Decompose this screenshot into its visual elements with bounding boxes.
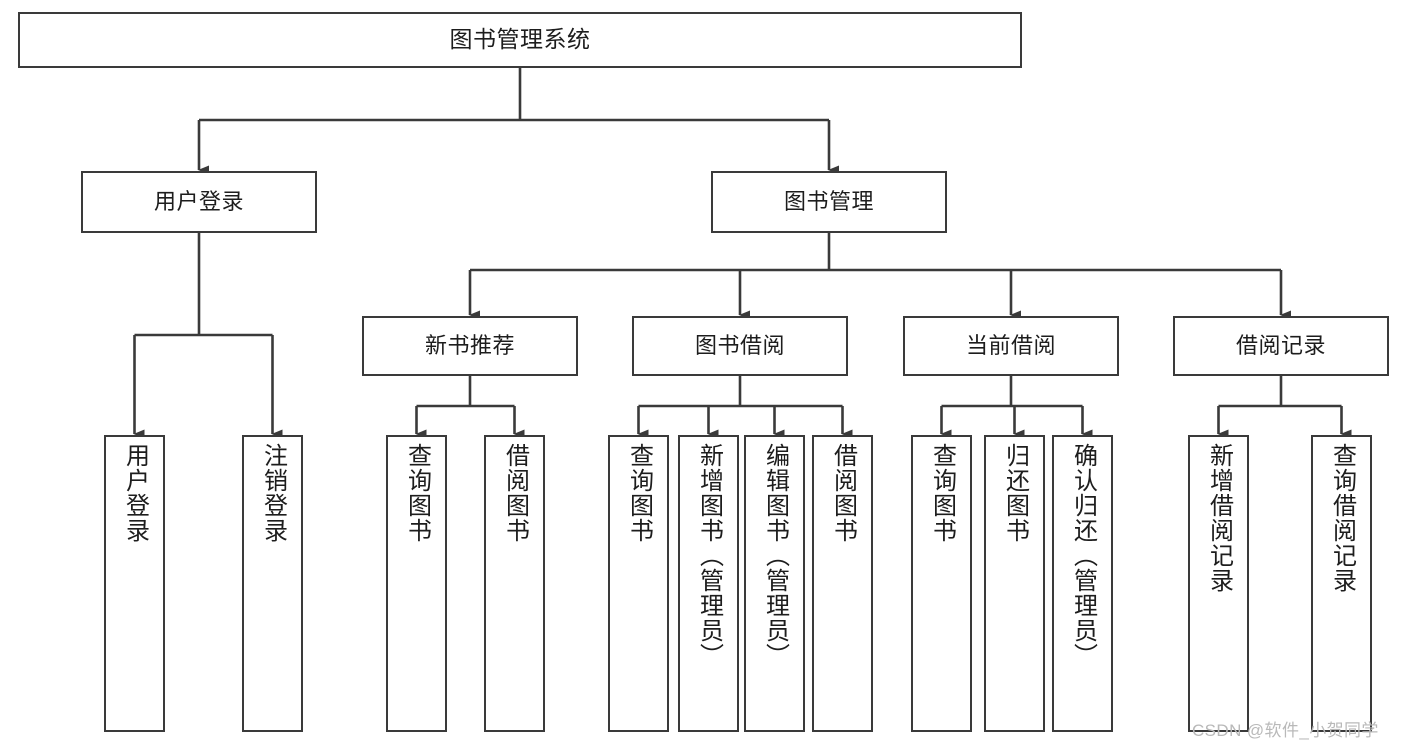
- node-new-book-recommend[interactable]: 新书推荐: [362, 316, 578, 376]
- node-root-label: 图书管理系统: [449, 26, 591, 53]
- leaf-query-book-recommend[interactable]: 查询图书: [386, 435, 447, 732]
- leaf-return-book[interactable]: 归还图书: [984, 435, 1045, 732]
- leaf-borrow-book[interactable]: 借阅图书: [812, 435, 873, 732]
- node-book-borrow[interactable]: 图书借阅: [632, 316, 848, 376]
- node-book-manage-label: 图书管理: [783, 189, 874, 215]
- leaf-query-book-current[interactable]: 查询图书: [911, 435, 972, 732]
- leaf-logout-label: 注销登录: [259, 443, 287, 543]
- leaf-add-book-label: 新增图书（管理员）: [695, 443, 723, 668]
- leaf-query-book-borrow[interactable]: 查询图书: [608, 435, 669, 732]
- node-borrow-record[interactable]: 借阅记录: [1173, 316, 1389, 376]
- node-current-borrow-label: 当前借阅: [965, 333, 1056, 359]
- leaf-confirm-return[interactable]: 确认归还（管理员）: [1052, 435, 1113, 732]
- node-root[interactable]: 图书管理系统: [18, 12, 1022, 68]
- leaf-borrow-book-label: 借阅图书: [829, 443, 857, 543]
- leaf-add-borrow-record-label: 新增借阅记录: [1205, 443, 1233, 593]
- leaf-add-borrow-record[interactable]: 新增借阅记录: [1188, 435, 1249, 732]
- node-new-book-recommend-label: 新书推荐: [424, 333, 515, 359]
- leaf-query-borrow-record-label: 查询借阅记录: [1328, 443, 1356, 593]
- leaf-query-book-recommend-label: 查询图书: [403, 443, 431, 543]
- leaf-edit-book-label: 编辑图书（管理员）: [761, 443, 789, 668]
- node-borrow-record-label: 借阅记录: [1235, 333, 1326, 359]
- leaf-query-borrow-record[interactable]: 查询借阅记录: [1311, 435, 1372, 732]
- csdn-watermark: CSDN @软件_小贺同学: [1192, 721, 1379, 740]
- leaf-logout[interactable]: 注销登录: [242, 435, 303, 732]
- leaf-return-book-label: 归还图书: [1001, 443, 1029, 543]
- leaf-add-book[interactable]: 新增图书（管理员）: [678, 435, 739, 732]
- leaf-edit-book[interactable]: 编辑图书（管理员）: [744, 435, 805, 732]
- node-book-manage[interactable]: 图书管理: [711, 171, 947, 233]
- leaf-borrow-book-recommend-label: 借阅图书: [501, 443, 529, 543]
- leaf-user-login-label: 用户登录: [121, 443, 149, 543]
- leaf-borrow-book-recommend[interactable]: 借阅图书: [484, 435, 545, 732]
- node-user-login[interactable]: 用户登录: [81, 171, 317, 233]
- node-book-borrow-label: 图书借阅: [694, 333, 785, 359]
- leaf-query-book-current-label: 查询图书: [928, 443, 956, 543]
- leaf-confirm-return-label: 确认归还（管理员）: [1069, 443, 1097, 668]
- node-current-borrow[interactable]: 当前借阅: [903, 316, 1119, 376]
- leaf-user-login[interactable]: 用户登录: [104, 435, 165, 732]
- leaf-query-book-borrow-label: 查询图书: [625, 443, 653, 543]
- node-user-login-label: 用户登录: [153, 189, 244, 215]
